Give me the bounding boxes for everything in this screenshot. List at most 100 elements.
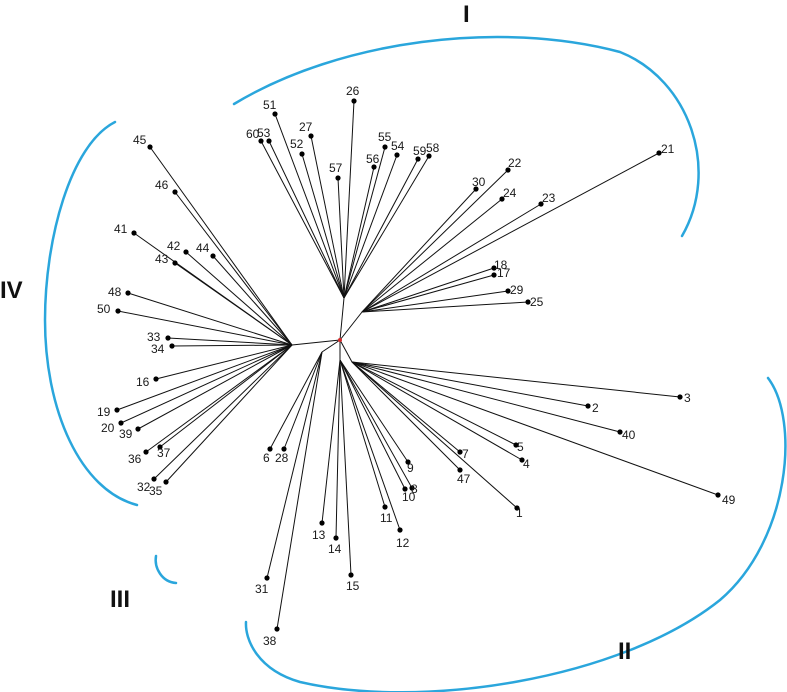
leaf-label-4: 4 (523, 457, 530, 471)
leaf-label-49: 49 (722, 493, 736, 507)
branch-43 (174, 262, 293, 346)
leaf-node-18 (491, 265, 497, 271)
branch-34 (171, 344, 293, 347)
branch-10 (339, 359, 406, 490)
leaf-node-3 (677, 394, 683, 400)
leaf-node-28 (281, 446, 287, 452)
leaf-label-15: 15 (346, 579, 360, 593)
leaf-label-13: 13 (312, 528, 326, 542)
leaf-node-36 (143, 449, 149, 455)
group-label-ii: II (618, 638, 631, 665)
leaf-node-45 (147, 144, 153, 150)
leaf-node-15 (348, 572, 354, 578)
branch-32 (153, 344, 293, 480)
branch-3 (351, 361, 681, 398)
leaf-label-28: 28 (275, 451, 289, 465)
leaf-label-38: 38 (263, 634, 277, 648)
leaf-label-5: 5 (517, 440, 524, 454)
leaf-label-56: 56 (366, 152, 380, 166)
leaf-label-26: 26 (346, 84, 360, 98)
leaf-nodes (114, 98, 721, 632)
leaf-label-30: 30 (472, 175, 486, 189)
leaf-label-31: 31 (255, 582, 269, 596)
branch-60 (260, 140, 345, 299)
leaf-label-53: 53 (257, 126, 271, 140)
leaf-node-22 (505, 167, 511, 173)
branch-36 (145, 344, 293, 453)
branch-4 (351, 361, 523, 461)
leaf-label-40: 40 (622, 428, 636, 442)
internal-branch-d (321, 339, 341, 353)
clade-arc-iii (154, 554, 178, 585)
leaf-label-27: 27 (299, 120, 313, 134)
leaf-node-10 (402, 486, 408, 492)
leaf-label-59: 59 (413, 144, 427, 158)
leaf-label-52: 52 (290, 137, 304, 151)
leaf-label-7: 7 (462, 447, 469, 461)
leaf-node-59 (415, 156, 421, 162)
branch-12 (339, 359, 401, 531)
leaf-node-26 (351, 98, 357, 104)
leaf-label-3: 3 (684, 391, 691, 405)
branch-51 (274, 113, 345, 299)
leaf-node-24 (499, 196, 505, 202)
branch-2 (351, 361, 589, 407)
leaf-node-42 (183, 249, 189, 255)
internal-branch-b (339, 311, 363, 341)
branch-52 (301, 153, 345, 299)
group-label-iv: IV (0, 277, 23, 304)
leaf-label-50: 50 (97, 302, 111, 316)
leaf-node-19 (114, 407, 120, 413)
leaf-label-43: 43 (155, 252, 169, 266)
branch-50 (117, 310, 293, 346)
leaf-node-25 (525, 299, 531, 305)
leaf-label-54: 54 (391, 139, 405, 153)
leaf-label-42: 42 (167, 239, 181, 253)
leaf-node-40 (617, 429, 623, 435)
leaf-node-43 (172, 260, 178, 266)
branch-48 (127, 292, 293, 346)
clade-arc-i (232, 35, 700, 238)
tree-branches (116, 100, 719, 630)
leaf-label-45: 45 (133, 133, 147, 147)
group-label-iii: III (110, 586, 130, 613)
branch-46 (174, 191, 293, 346)
leaf-node-52 (299, 151, 305, 157)
leaf-label-17: 17 (497, 266, 511, 280)
leaf-node-58 (426, 153, 432, 159)
clade-arc-ii (244, 376, 787, 692)
leaf-label-24: 24 (503, 186, 517, 200)
branch-42 (185, 251, 293, 346)
leaf-node-20 (118, 420, 124, 426)
leaf-node-57 (335, 175, 341, 181)
leaf-label-35: 35 (149, 484, 163, 498)
branch-44 (212, 255, 293, 346)
branch-47 (351, 361, 461, 471)
leaf-node-39 (135, 426, 141, 432)
leaf-node-34 (169, 343, 175, 349)
leaf-label-10: 10 (402, 490, 416, 504)
leaf-label-19: 19 (97, 405, 111, 419)
leaf-node-21 (656, 150, 662, 156)
leaf-node-38 (274, 626, 280, 632)
internal-branch-c (291, 339, 341, 346)
branch-7 (351, 361, 461, 453)
leaf-node-27 (308, 133, 314, 139)
leaf-node-60 (258, 138, 264, 144)
branch-38 (276, 351, 323, 630)
branch-22 (361, 169, 509, 313)
leaf-label-57: 57 (329, 161, 343, 175)
branch-54 (343, 154, 398, 299)
leaf-label-29: 29 (510, 283, 524, 297)
branch-56 (343, 166, 375, 299)
group-label-i: I (463, 1, 470, 28)
branch-28 (283, 351, 323, 450)
branch-33 (167, 337, 293, 346)
leaf-node-47 (457, 467, 463, 473)
leaf-node-35 (163, 479, 169, 485)
branch-40 (351, 361, 621, 433)
root-node (338, 338, 342, 342)
leaf-node-37 (157, 444, 163, 450)
leaf-node-32 (151, 476, 157, 482)
